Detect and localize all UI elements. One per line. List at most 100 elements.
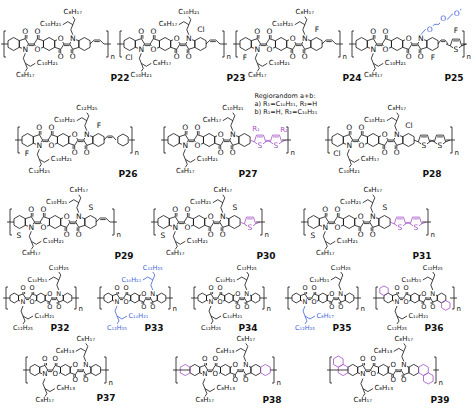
atom-label: O — [405, 35, 412, 43]
atom-label: N — [84, 131, 91, 139]
atom-label: O — [48, 142, 55, 150]
atom-label: O — [370, 371, 377, 378]
double-bond — [146, 299, 150, 300]
atom-label: O — [232, 362, 239, 369]
bond-line — [282, 140, 291, 141]
double-bond — [296, 44, 302, 45]
alkyl-label: C₁₀H₂₁ — [45, 199, 67, 206]
alkyl-chain — [323, 231, 325, 241]
atom-label: N — [70, 35, 77, 43]
alkyl-chain — [402, 351, 404, 361]
alkyl-chain — [395, 306, 397, 316]
atom-label: N — [20, 299, 26, 306]
alkyl-chain — [205, 389, 215, 392]
alkyl-label: C₁₂H₂₅ — [236, 265, 257, 272]
atom-label: O — [219, 231, 226, 239]
atom-label: O — [311, 299, 317, 306]
alkyl-label: C₁₂H₂₅ — [28, 168, 50, 175]
bond-line — [322, 40, 326, 44]
double-bond — [326, 213, 327, 217]
double-bond — [426, 299, 430, 300]
alkyl-chain — [339, 280, 341, 290]
double-bond — [441, 41, 445, 42]
polymer-bracket — [328, 127, 330, 153]
bond-line — [285, 298, 292, 299]
double-bond — [373, 35, 374, 39]
alkyl-chain — [175, 241, 177, 249]
polymer-name: P27 — [238, 170, 258, 179]
atom-label: O — [184, 206, 191, 214]
double-bond — [350, 131, 351, 135]
double-bond — [53, 131, 54, 135]
atom-label: O — [301, 53, 308, 61]
alkyl-chain — [431, 280, 433, 290]
atom-label: N — [150, 291, 156, 298]
double-bond — [52, 298, 56, 299]
bond-line — [220, 44, 227, 45]
polymer-bracket — [426, 209, 428, 235]
polymer-name: P29 — [114, 252, 134, 261]
alkyl-chain — [77, 118, 87, 121]
bond-line — [406, 222, 410, 224]
alkyl-chain — [341, 272, 343, 280]
polymer-bracket — [120, 31, 122, 57]
alkyl-chain — [189, 17, 191, 25]
alkyl-label: C₁₀H₂₁ — [222, 105, 244, 112]
double-bond — [142, 35, 143, 39]
atom-label: O — [52, 356, 59, 363]
alkyl-chain — [76, 348, 86, 351]
alkyl-chain — [231, 121, 233, 131]
alkyl-label: C₆H₁₃ — [216, 385, 236, 392]
double-bond — [26, 35, 27, 39]
bond-line — [233, 44, 240, 45]
alkyl-chain — [205, 389, 207, 397]
alkyl-chain — [39, 159, 49, 162]
alkyl-chain — [63, 22, 73, 25]
polymer-bracket — [104, 357, 106, 383]
alkyl-label: C₁₀H₂₁ — [27, 277, 48, 284]
double-bond — [64, 45, 70, 46]
double-bond — [51, 131, 52, 135]
double-bond — [175, 213, 176, 217]
benzene-ring — [194, 216, 205, 229]
atom-label: N — [430, 291, 436, 298]
atom-label: N — [370, 213, 377, 221]
atom-label: O — [141, 291, 147, 298]
double-bond — [186, 131, 187, 135]
atom-label: F — [242, 54, 247, 62]
atom-label: N — [244, 291, 250, 298]
atom-label: N — [22, 46, 29, 54]
benzene-ring — [195, 38, 206, 51]
bond-line — [422, 222, 431, 223]
alkyl-label: C₁₂H₂₅ — [142, 265, 163, 272]
benzene-ring — [344, 216, 355, 229]
bond-line — [430, 140, 434, 142]
benzene-ring — [104, 293, 113, 303]
double-bond — [364, 223, 370, 224]
bond-line — [446, 140, 455, 141]
alkyl-label: C₁₀H₂₁ — [36, 60, 58, 67]
alkyl-chain — [223, 118, 233, 121]
atom-label: N — [186, 35, 193, 43]
bond-line — [325, 140, 332, 141]
bond-line — [266, 140, 270, 142]
alkyl-chain — [37, 149, 39, 159]
repeat-index: n — [456, 306, 461, 313]
alkyl-label: C₁₂H₂₅ — [295, 325, 316, 332]
atom-label: O — [138, 28, 145, 36]
repeat-index: n — [78, 306, 83, 313]
double-bond — [43, 213, 44, 217]
alkyl-label: C₈H₁₇ — [213, 187, 233, 194]
benzene-ring — [424, 373, 434, 384]
polymer-bracket — [74, 287, 76, 309]
polymer-bracket — [164, 127, 166, 153]
alkyl-chain — [213, 200, 223, 203]
atom-label: S — [257, 142, 263, 150]
repeat-index: n — [134, 150, 139, 157]
atom-label: O — [440, 15, 447, 23]
atom-label: O — [360, 356, 367, 363]
atom-label: N — [220, 213, 227, 221]
atom-label: S — [160, 232, 166, 240]
bond-line — [104, 44, 111, 45]
alkyl-label: C₈H₁₇ — [35, 397, 55, 404]
